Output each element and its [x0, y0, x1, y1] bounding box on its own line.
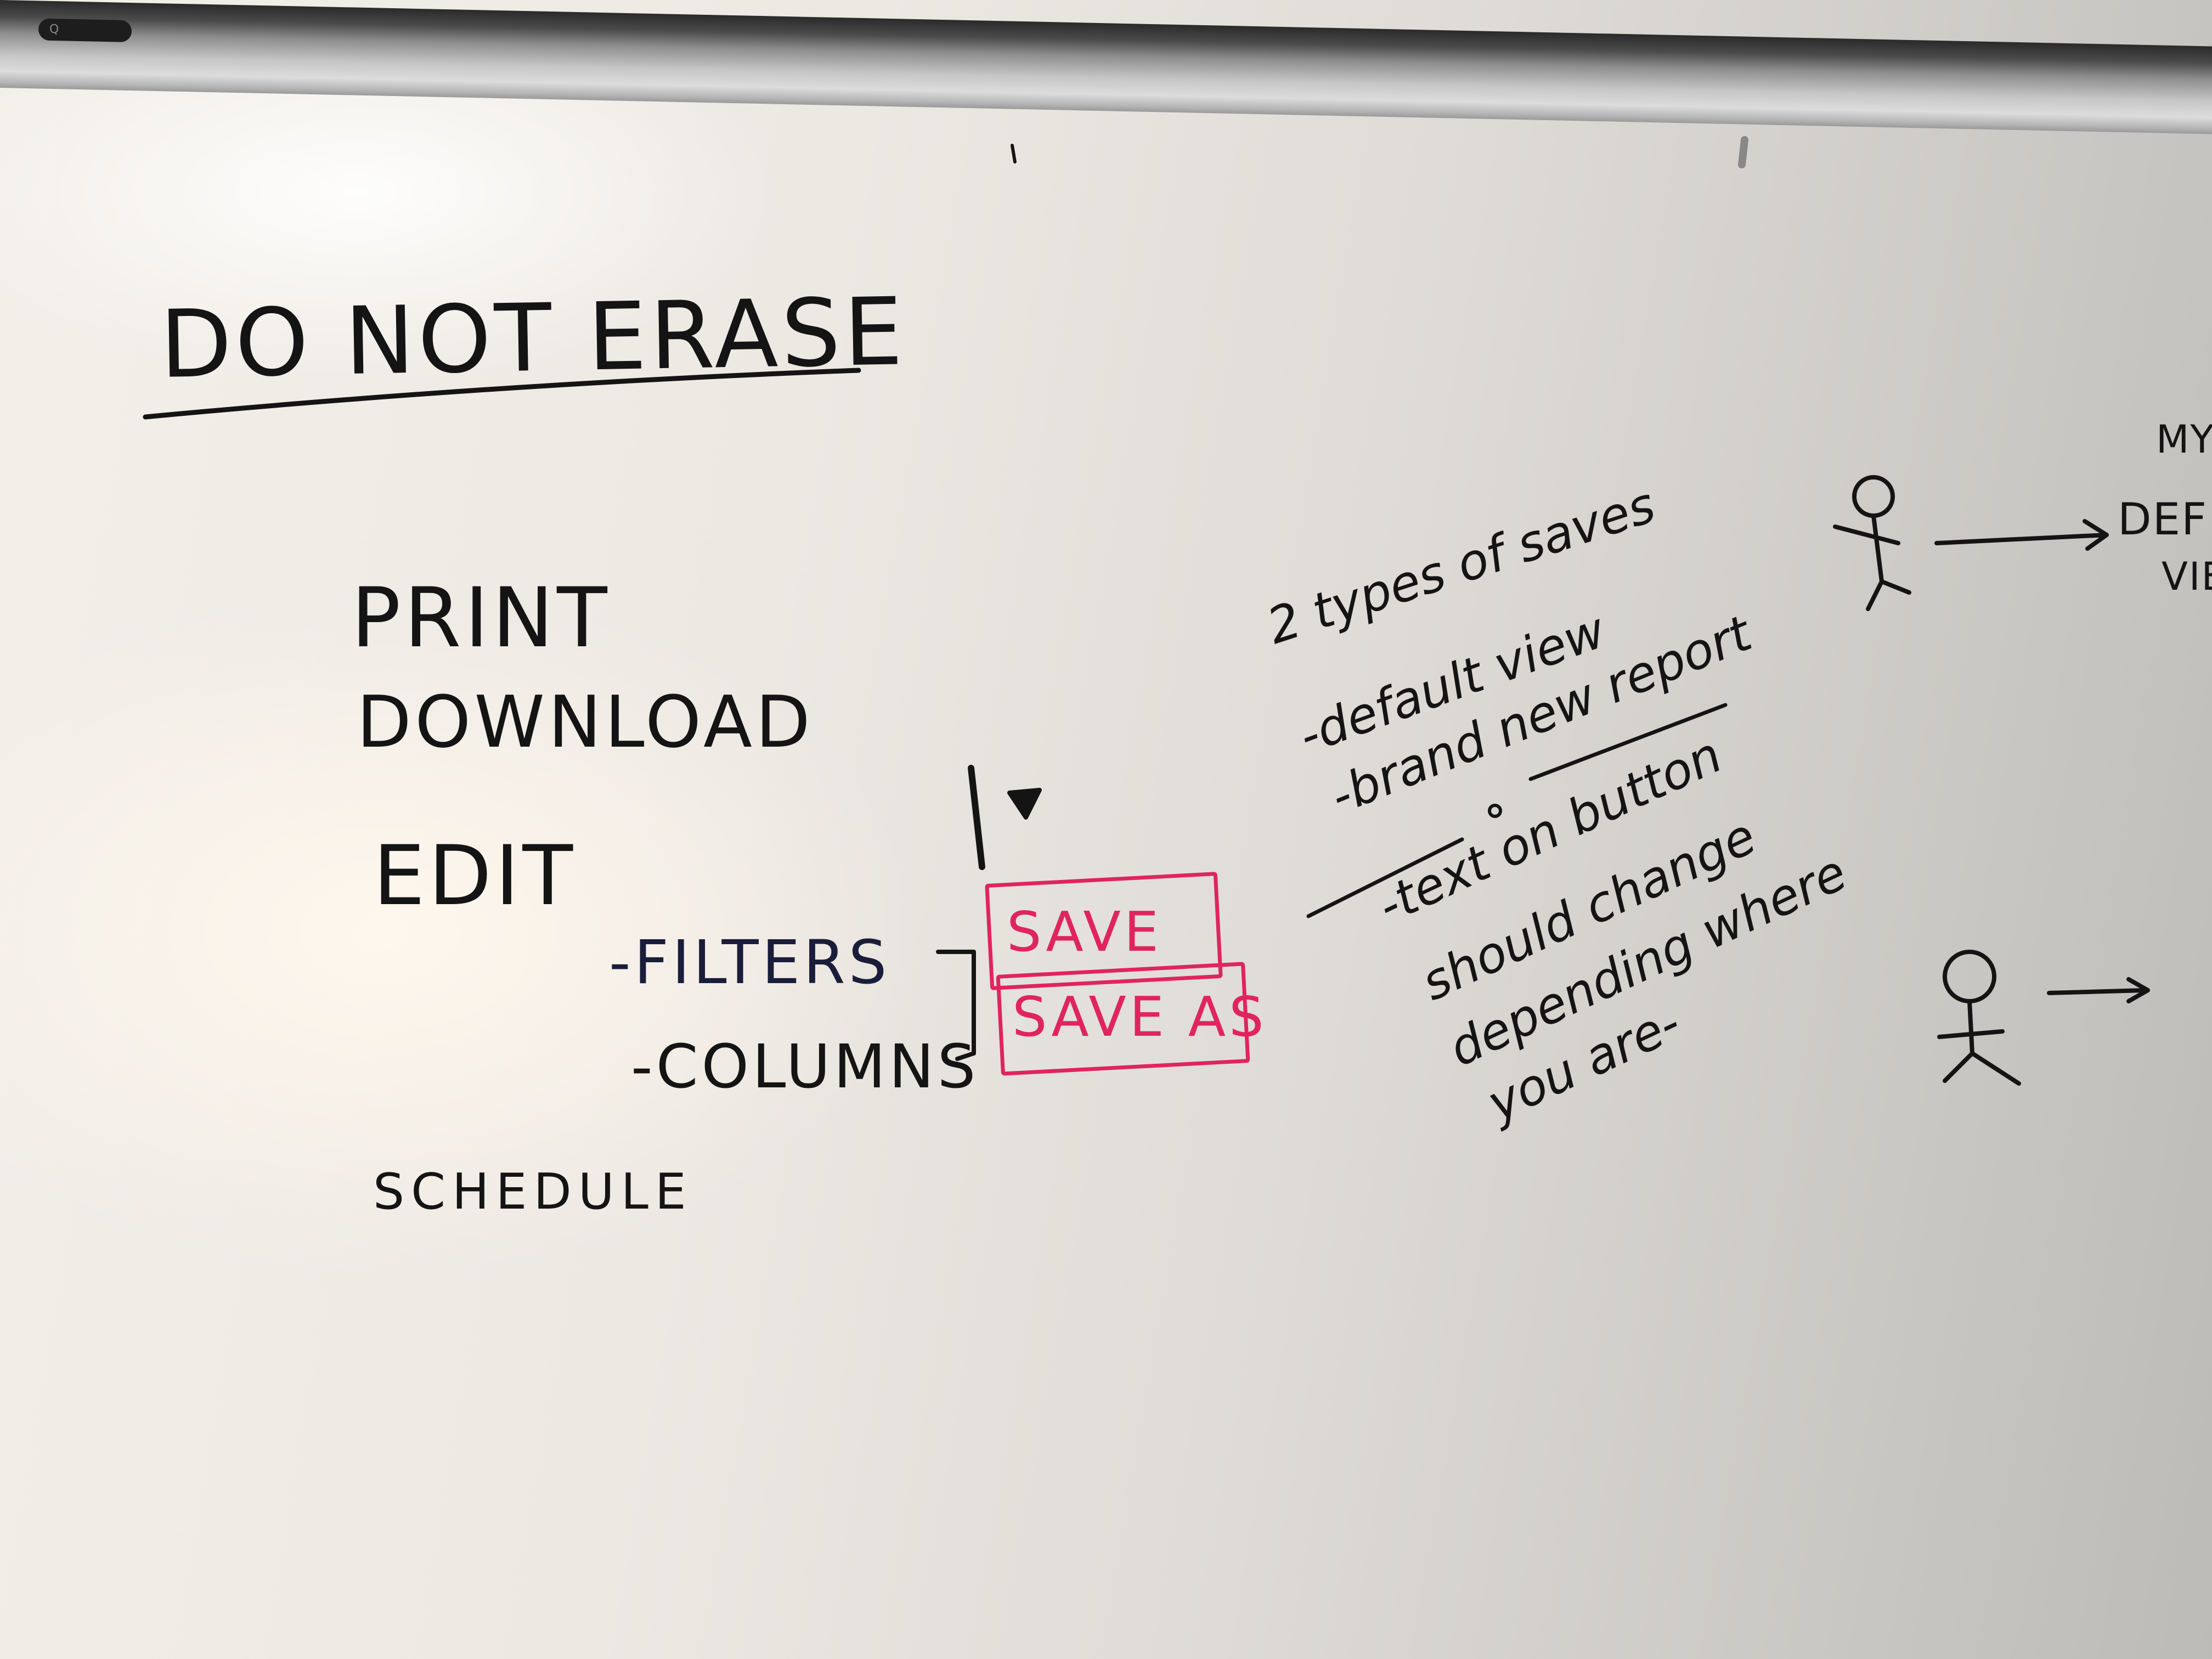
arrow-1 [1934, 519, 2109, 551]
menu-edit: EDIT [373, 828, 577, 924]
edit-sub-filters: -FILTERS [609, 927, 890, 997]
edit-sub-columns: -COLUMNS [631, 1031, 979, 1102]
menu-schedule: SCHEDULE [373, 1163, 693, 1221]
text-cursor [968, 765, 985, 870]
top-mark-1 [1011, 144, 1017, 163]
right-edge-line-2: DEF [2118, 494, 2208, 545]
edit-bracket [936, 950, 976, 1061]
title-underline [143, 368, 861, 420]
save-as-label: SAVE AS [1012, 985, 1267, 1049]
menu-download: DOWNLOAD [357, 680, 814, 764]
right-edge-line-3: VIE [2162, 554, 2212, 599]
cursor-mark [1007, 788, 1042, 820]
note-dot [1488, 804, 1502, 818]
right-edge-line-1: MY [2156, 417, 2212, 462]
save-label: SAVE [1007, 900, 1162, 964]
note-divider-lower [1306, 837, 1464, 918]
menu-print: PRINT [351, 571, 611, 666]
stick-figure-2 [1937, 950, 2021, 1086]
arrow-2 [2047, 977, 2150, 1003]
note-divider-upper [1528, 703, 1728, 781]
top-mark-2 [1738, 136, 1748, 168]
stick-figure-1 [1833, 475, 1911, 611]
